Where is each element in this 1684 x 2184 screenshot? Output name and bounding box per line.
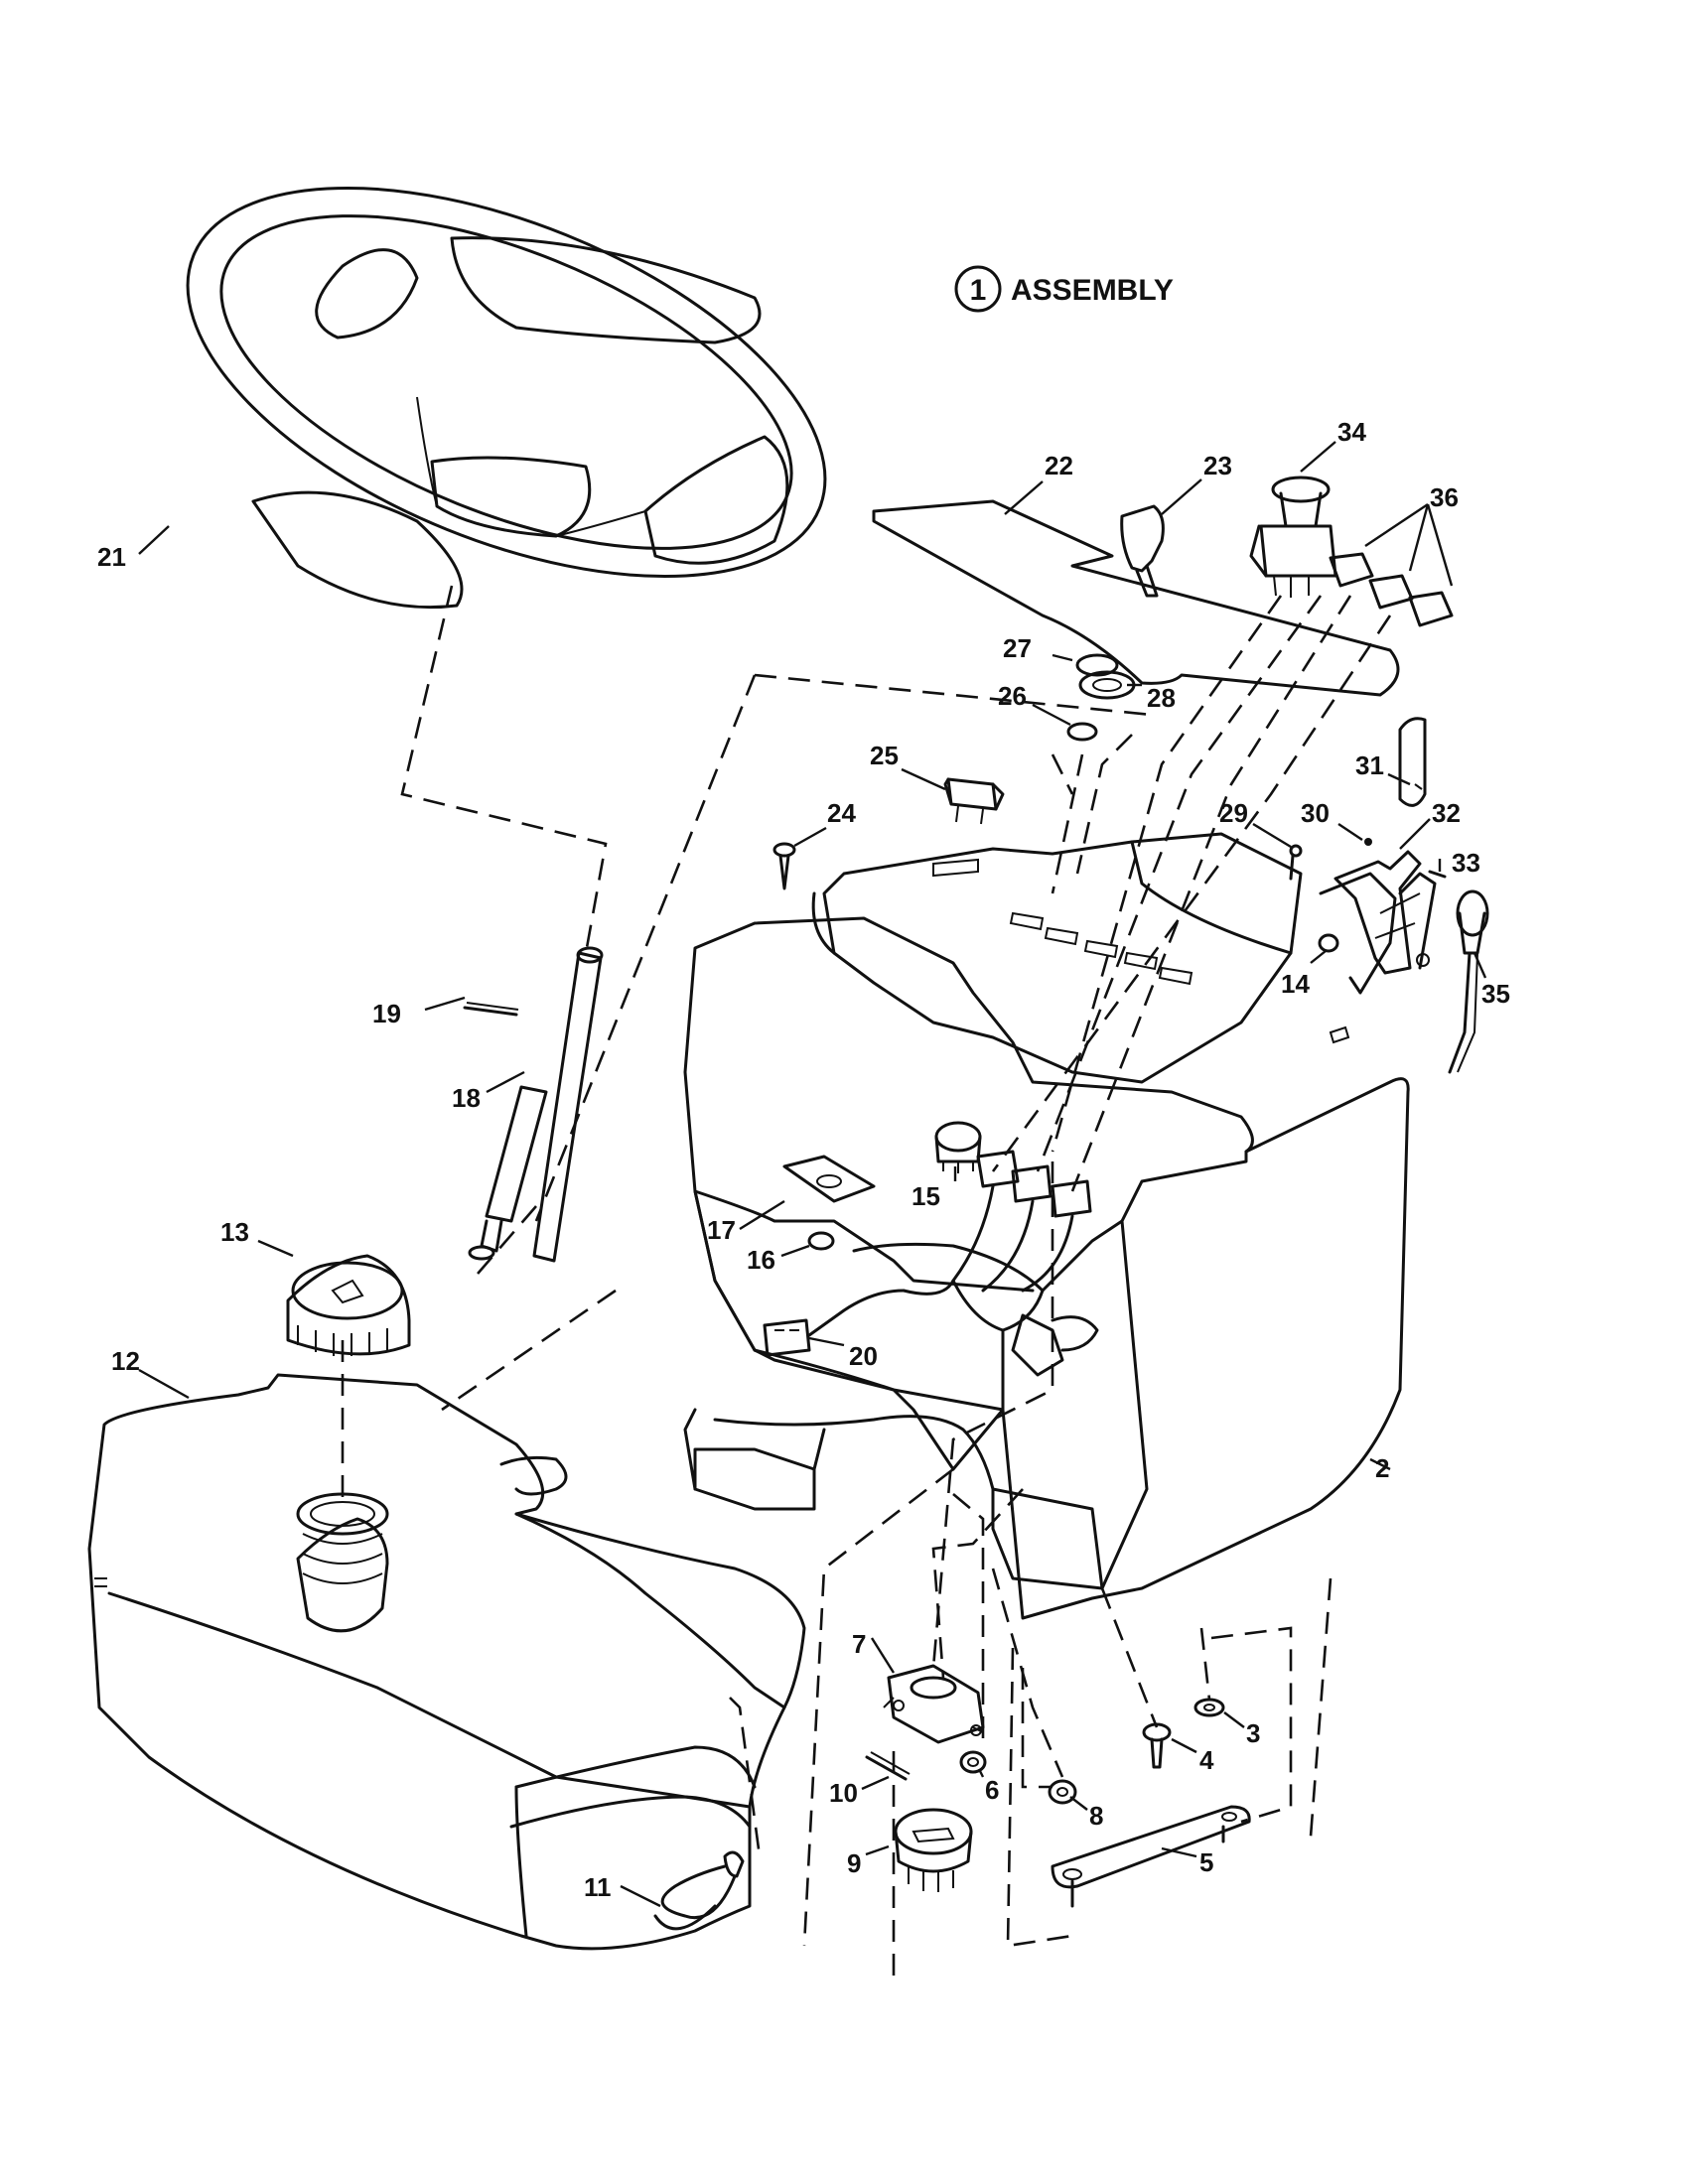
- ignition-key: [1120, 504, 1165, 598]
- steering-shaft: [468, 946, 604, 1263]
- assembly-lines: [341, 585, 1392, 1976]
- assembly-label: ASSEMBLY: [1011, 274, 1174, 307]
- callout-32: 32: [1432, 798, 1461, 828]
- callout-35: 35: [1481, 979, 1510, 1009]
- callout-7: 7: [852, 1629, 866, 1659]
- wire-harness-connectors: [902, 1150, 1092, 1332]
- grommet-16: [807, 1231, 835, 1251]
- callout-13: 13: [220, 1217, 249, 1247]
- nut-6: [959, 1750, 987, 1774]
- ball-30: [1364, 838, 1372, 846]
- callout-31: 31: [1355, 751, 1384, 780]
- nut-14: [1318, 933, 1339, 953]
- callout-5: 5: [1199, 1847, 1213, 1877]
- callout-leaders: [138, 441, 1487, 1908]
- callout-36: 36: [1430, 482, 1459, 512]
- callout-34: 34: [1337, 417, 1366, 447]
- key-pin: [865, 1751, 911, 1781]
- callout-25: 25: [870, 741, 899, 770]
- pin-33: [1428, 870, 1447, 879]
- callout-10: 10: [829, 1778, 858, 1808]
- safety-switch: [883, 1664, 985, 1744]
- callout-16: 16: [747, 1245, 775, 1275]
- callout-11: 11: [584, 1872, 612, 1902]
- washer-3: [1193, 1698, 1225, 1717]
- fuel-cap: [286, 1254, 411, 1356]
- callout-18: 18: [452, 1083, 481, 1113]
- callout-4: 4: [1199, 1745, 1214, 1775]
- callout-33: 33: [1452, 848, 1480, 878]
- callout-20: 20: [849, 1341, 878, 1371]
- mount-plate: [782, 1155, 876, 1203]
- screw-29: [1289, 844, 1303, 881]
- light-switch: [943, 777, 1005, 825]
- callout-9: 9: [847, 1848, 861, 1878]
- callout-15: 15: [912, 1181, 940, 1211]
- callout-29: 29: [1219, 798, 1248, 828]
- callout-21: 21: [97, 542, 126, 572]
- screw-24: [772, 842, 796, 890]
- ignition-switch: [934, 1121, 982, 1173]
- callout-19: 19: [372, 999, 401, 1028]
- callout-28: 28: [1147, 683, 1176, 713]
- callout-2: 2: [1375, 1453, 1389, 1483]
- assembly-number: 1: [970, 274, 987, 307]
- choke-cable: [1448, 889, 1489, 1074]
- harness-plug: [763, 1289, 1099, 1377]
- bolt-4: [1142, 1722, 1172, 1769]
- callout-26: 26: [998, 681, 1027, 711]
- callout-22: 22: [1045, 451, 1073, 480]
- switch-caps: [1329, 552, 1454, 627]
- callout-30: 30: [1301, 798, 1330, 828]
- callout-23: 23: [1203, 451, 1232, 480]
- callout-3: 3: [1246, 1718, 1260, 1748]
- assembly-title: 1 ASSEMBLY: [954, 265, 1174, 313]
- nut-8: [1048, 1779, 1077, 1805]
- pto-switch-knob: [1249, 476, 1337, 598]
- fuel-line-clip: [653, 1850, 745, 1931]
- roll-pin: [463, 1002, 519, 1017]
- dash-tower: [683, 832, 1410, 1620]
- dash-panel-overlay: [872, 499, 1400, 697]
- callout-12: 12: [111, 1346, 140, 1376]
- throttle-lever: [1319, 717, 1437, 995]
- steering-wheel: [186, 186, 827, 610]
- ignition-switch-round: [894, 1808, 973, 1892]
- fuel-tank: [87, 1373, 806, 1951]
- callout-6: 6: [985, 1775, 999, 1805]
- callout-27: 27: [1003, 633, 1032, 663]
- callout-numbers: 21 22 23 34 36 27 28 26 25 24 29 30 31 3…: [97, 417, 1510, 1902]
- callout-8: 8: [1089, 1801, 1103, 1831]
- callout-17: 17: [707, 1215, 736, 1245]
- mount-bracket: [1051, 1805, 1251, 1908]
- callout-24: 24: [827, 798, 856, 828]
- callout-14: 14: [1281, 969, 1310, 999]
